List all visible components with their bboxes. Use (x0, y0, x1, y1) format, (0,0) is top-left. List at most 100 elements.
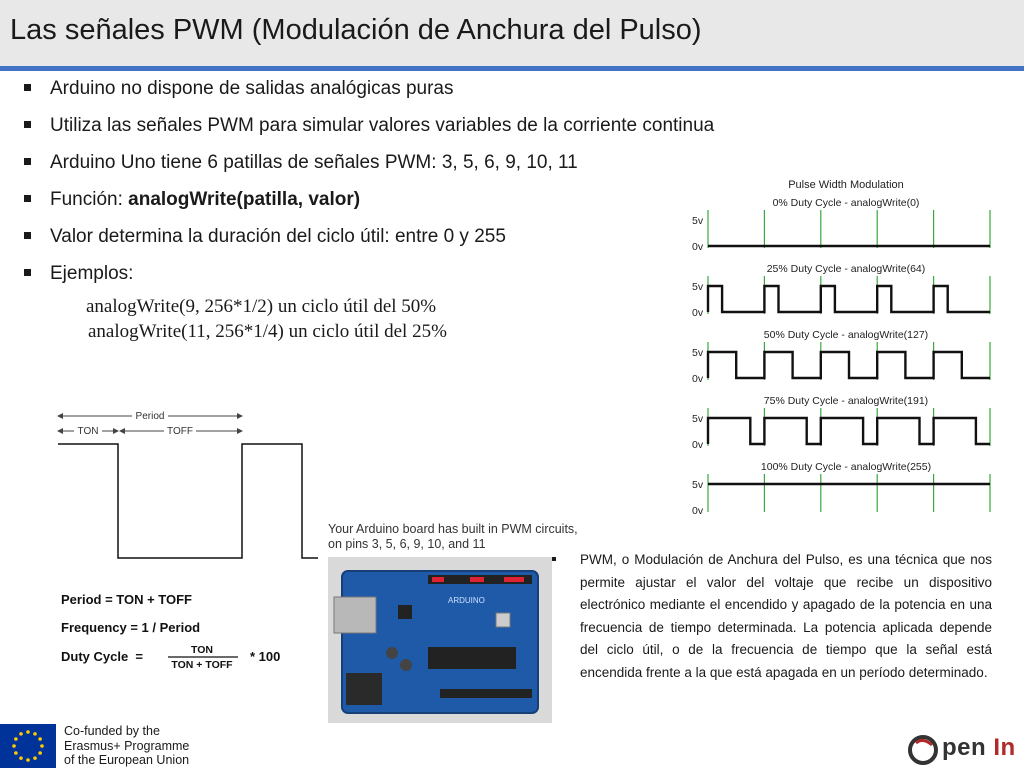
pwm-pin-marker (432, 577, 444, 582)
eu-star (12, 744, 16, 748)
bullet-item: Arduino Uno tiene 6 patillas de señales … (22, 150, 714, 187)
atmega-chip (428, 647, 516, 669)
pwm-description: PWM, o Modulación de Anchura del Pulso, … (580, 552, 992, 680)
slide-title: Las señales PWM (Modulación de Anchura d… (10, 14, 702, 46)
pwm-waveform (706, 350, 990, 380)
reset-button (495, 612, 511, 628)
board-caption: Your Arduino board has built in PWM circ… (328, 522, 578, 552)
board-silkscreen: ARDUINO (448, 596, 485, 605)
power-jack (346, 673, 382, 705)
bullet-marker (24, 195, 31, 202)
formula-period: Period = TON + TOFF (61, 592, 192, 607)
capacitor (400, 659, 412, 671)
logo-text-in: In (993, 734, 1016, 761)
period-label: Period (136, 411, 165, 422)
board-pcb (341, 570, 539, 714)
bullet-item: Valor determina la duración del ciclo út… (22, 224, 714, 261)
arduino-board-photo: ARDUINO (328, 557, 552, 723)
bullet-text-bold: analogWrite(patilla, valor) (128, 189, 361, 210)
bullet-text: Arduino Uno tiene 6 patillas de señales … (50, 152, 578, 173)
axis-label-5v: 5v (692, 281, 704, 293)
bullet-item: Ejemplos: (22, 261, 714, 298)
axis-label-5v: 5v (692, 347, 704, 359)
eu-star (33, 756, 37, 760)
axis-label-5v: 5v (692, 215, 704, 227)
bullet-text: Valor determina la duración del ciclo út… (50, 226, 506, 247)
logo-text: pen In (942, 734, 1016, 762)
ton-label: TON (78, 426, 99, 437)
axis-label-0v: 0v (692, 307, 704, 319)
code-example: analogWrite(9, 256*1/2) un ciclo útil de… (86, 296, 437, 317)
duty-cycle-label: 75% Duty Cycle - analogWrite(191) (764, 395, 928, 407)
capacitor (386, 647, 398, 659)
code-examples: analogWrite(9, 256*1/2) un ciclo útil de… (86, 294, 447, 344)
bullet-marker (24, 232, 31, 239)
pwm-duty-cycle-figure: Pulse Width Modulation 0% Duty Cycle - a… (692, 179, 991, 517)
toff-label: TOFF (167, 426, 193, 437)
ton-label-bg (74, 425, 102, 437)
axis-label-0v: 0v (692, 505, 704, 517)
formula-duty-denominator: TON + TOFF (171, 659, 233, 671)
duty-cycle-label: 25% Duty Cycle - analogWrite(64) (767, 263, 926, 275)
bullet-list: Arduino no dispone de salidas analógicas… (22, 76, 714, 298)
axis-label-0v: 0v (692, 241, 704, 253)
formula-frequency: Frequency = 1 / Period (61, 620, 200, 635)
code-example: analogWrite(11, 256*1/4) un ciclo útil d… (88, 321, 447, 342)
bullet-marker (24, 121, 31, 128)
pwm-waveform (706, 284, 990, 314)
duty-cycle-label: 100% Duty Cycle - analogWrite(255) (761, 461, 931, 473)
bullet-item: Arduino no dispone de salidas analógicas… (22, 76, 714, 113)
timing-waveform (58, 443, 318, 559)
bullet-text: Arduino no dispone de salidas analógicas… (50, 78, 454, 99)
board-caption-line: on pins 3, 5, 6, 9, 10, and 11 (328, 537, 486, 551)
erasmus-cofunded-text: Co-funded by the Erasmus+ Programme of t… (64, 724, 189, 768)
pwm-figure-title: Pulse Width Modulation (788, 179, 904, 191)
axis-label-5v: 5v (692, 413, 704, 425)
eu-star (19, 756, 23, 760)
duty-cycle-label: 0% Duty Cycle - analogWrite(0) (773, 197, 920, 209)
pwm-waveform (706, 416, 990, 446)
eu-flag (0, 724, 56, 768)
description-bullet (552, 557, 556, 561)
eu-star (19, 732, 23, 736)
power-analog-header (440, 689, 532, 698)
bullet-text: Utiliza las señales PWM para simular val… (50, 115, 715, 136)
bullet-item: Función: analogWrite(patilla, valor) (22, 187, 714, 224)
title-divider (0, 66, 1024, 71)
eu-star (38, 737, 42, 741)
pwm-pin-marker (504, 577, 524, 582)
eu-star (38, 751, 42, 755)
pwm-pin-marker (470, 577, 484, 582)
bullet-marker (24, 84, 31, 91)
bullet-item: Utiliza las señales PWM para simular val… (22, 113, 714, 150)
open-in-logo: pen In (906, 733, 1016, 767)
bullet-marker (24, 269, 31, 276)
logo-text-pen: pen (942, 734, 987, 761)
eu-star (26, 758, 30, 762)
eu-star (26, 730, 30, 734)
footer-line: Co-funded by the (64, 724, 160, 738)
bullet-marker (24, 158, 31, 165)
logo-o-icon (908, 735, 938, 765)
eu-star (33, 732, 37, 736)
footer-line: Erasmus+ Programme (64, 738, 190, 753)
axis-label-0v: 0v (692, 439, 704, 451)
eu-star (14, 751, 18, 755)
toff-label-bg (164, 425, 196, 437)
formula-duty-prefix: Duty Cycle = (61, 649, 143, 664)
formula-duty-suffix: * 100 (250, 649, 280, 664)
board-caption-line: Your Arduino board has built in PWM circ… (328, 522, 578, 536)
bullet-text-prefix: Función: (50, 189, 129, 210)
duty-cycle-label: 50% Duty Cycle - analogWrite(127) (764, 329, 928, 341)
bullet-text: Ejemplos: (50, 263, 134, 284)
formula-duty-numerator: TON (191, 644, 213, 656)
axis-label-0v: 0v (692, 373, 704, 385)
eu-star (40, 744, 44, 748)
usb-chip (398, 605, 412, 619)
eu-star (14, 737, 18, 741)
footer-line: of the European Union (64, 753, 190, 767)
pwm-timing-diagram: Period TON TOFF Period = TON + TOFF Freq… (57, 410, 318, 671)
title-bar (0, 0, 1024, 66)
axis-label-5v: 5v (692, 479, 704, 491)
usb-connector (333, 596, 377, 634)
